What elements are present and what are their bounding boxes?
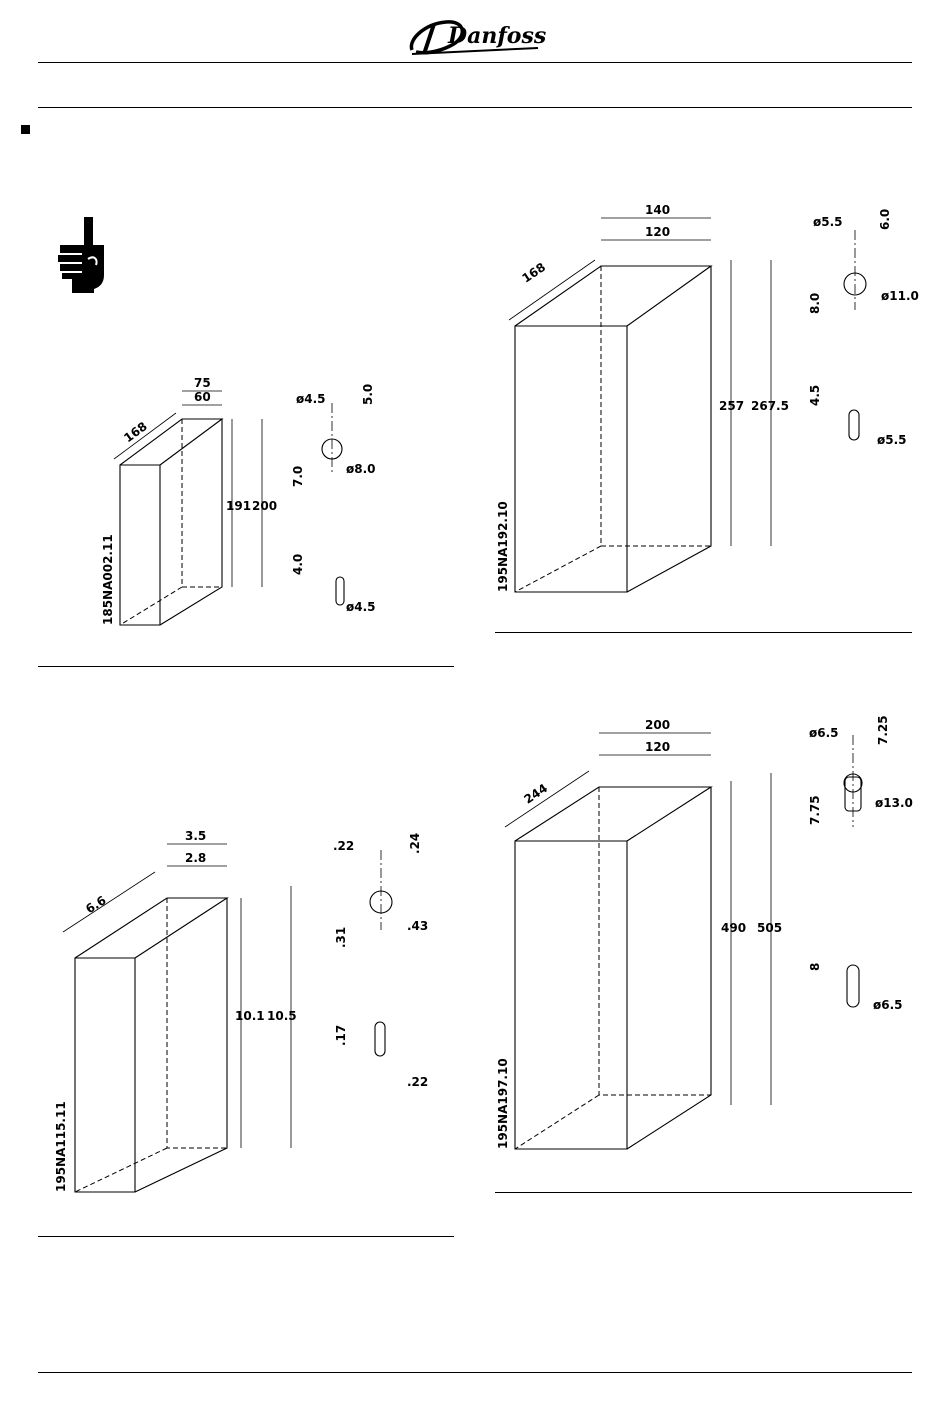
drawing-4-rule: [495, 1192, 912, 1193]
d2-slot-side: 4.5: [808, 385, 822, 406]
d2-width-outer: 140: [645, 203, 670, 217]
d1-keyhole-top: 5.0: [361, 384, 375, 405]
drawing-2-rule: [495, 632, 912, 633]
d3-width-outer: 3.5: [185, 829, 206, 843]
drawing-3-rule: [38, 1236, 454, 1237]
d4-width-outer: 200: [645, 718, 670, 732]
d4-height-inner: 490: [721, 921, 746, 935]
footer-rule: [38, 1372, 912, 1373]
d2-keyhole-side: 8.0: [808, 293, 822, 314]
d1-width-outer: 75: [194, 376, 211, 390]
d1-keyhole-side: 7.0: [291, 466, 305, 487]
header-rule-bottom: [38, 107, 912, 108]
d4-height-outer: 505: [757, 921, 782, 935]
d2-ref: 195NA192.10: [496, 501, 510, 592]
d4-keyhole-head: ø13.0: [875, 796, 913, 810]
d4-depth: 244: [521, 781, 550, 807]
d3-slot-side: .17: [334, 1025, 348, 1046]
d1-depth: 168: [121, 419, 150, 445]
d1-width-inner: 60: [194, 390, 211, 404]
d3-keyhole-top: .24: [408, 833, 422, 854]
danfoss-logo: Danfoss: [406, 10, 546, 58]
d4-keyhole-top: 7.25: [876, 715, 890, 745]
d3-keyhole-head: .43: [407, 919, 428, 933]
d4-width-inner: 120: [645, 740, 670, 754]
drawing-1: 168 60 75 191 200 185NA002.11 ø4.5 5.0 7…: [100, 375, 400, 635]
d2-height-outer: 267.5: [751, 399, 789, 413]
d4-slot-side: 8: [808, 963, 822, 971]
note-hand-icon: [54, 215, 110, 293]
d2-keyhole-hole: ø5.5: [813, 215, 843, 229]
d3-height-inner: 10.1: [235, 1009, 265, 1023]
drawing-2: 168 120 140 257 267.5 195NA192.10 ø5.5 6…: [495, 200, 915, 600]
d2-width-inner: 120: [645, 225, 670, 239]
d3-keyhole-side: .31: [334, 927, 348, 948]
d1-ref: 185NA002.11: [101, 534, 115, 625]
drawing-1-rule: [38, 666, 454, 667]
d2-slot-width: ø5.5: [877, 433, 907, 447]
d1-slot-side: 4.0: [291, 554, 305, 575]
d3-height-outer: 10.5: [267, 1009, 297, 1023]
d3-ref: 195NA115.11: [54, 1101, 68, 1192]
d2-keyhole-top: 6.0: [878, 209, 892, 230]
d1-slot-width: ø4.5: [346, 600, 376, 614]
d3-slot-width: .22: [407, 1075, 428, 1089]
drawing-3: 6.6 2.8 3.5 10.1 10.5 195NA115.11 .22 .2…: [55, 826, 445, 1196]
d2-height-inner: 257: [719, 399, 744, 413]
d4-keyhole-side: 7.75: [808, 795, 822, 825]
d2-depth: 168: [519, 260, 548, 286]
d1-height-inner: 191: [226, 499, 251, 513]
d2-keyhole-head: ø11.0: [881, 289, 919, 303]
d3-width-inner: 2.8: [185, 851, 206, 865]
d3-depth: 6.6: [83, 893, 108, 916]
header-rule-top: [38, 62, 912, 63]
d4-slot-width: ø6.5: [873, 998, 903, 1012]
drawing-4: 244 120 200 490 505 195NA197.10 ø6.5 7.2…: [495, 715, 915, 1155]
d4-keyhole-hole: ø6.5: [809, 726, 839, 740]
d4-ref: 195NA197.10: [496, 1058, 510, 1149]
section-bullet: [21, 125, 30, 134]
d1-height-outer: 200: [252, 499, 277, 513]
d1-keyhole-hole: ø4.5: [296, 392, 326, 406]
brand-text: Danfoss: [447, 23, 546, 49]
d3-keyhole-hole: .22: [333, 839, 354, 853]
d1-keyhole-head: ø8.0: [346, 462, 376, 476]
